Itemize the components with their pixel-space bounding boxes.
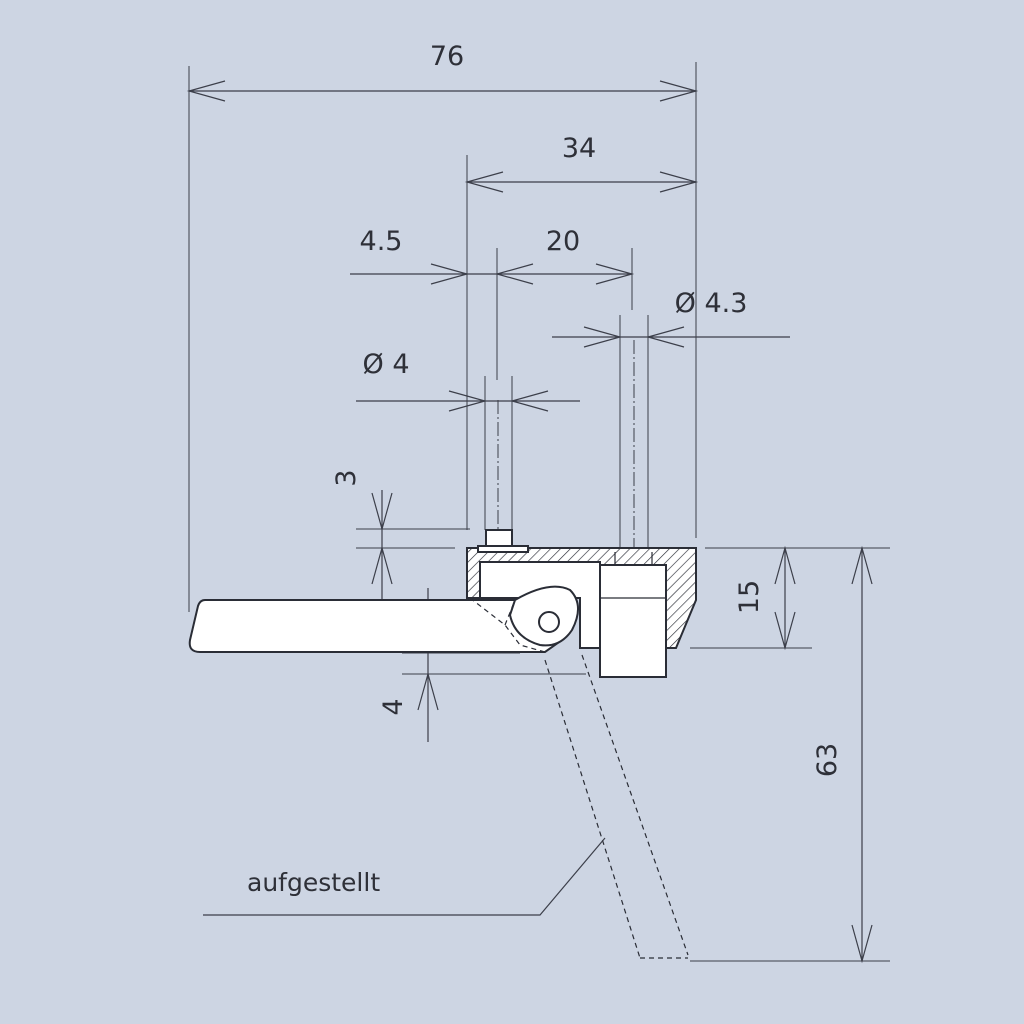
dim-76: 76 xyxy=(430,41,464,72)
annotation-aufgestellt: aufgestellt xyxy=(247,868,380,897)
dimension-labels: 76 34 4.5 20 Ø 4.3 Ø 4 3 15 4 63 xyxy=(331,41,843,777)
extension-lines xyxy=(188,62,890,962)
dim-34: 34 xyxy=(562,133,596,164)
bolt-block xyxy=(599,564,667,678)
dim-20: 20 xyxy=(546,226,580,257)
pivot-hole xyxy=(538,611,560,633)
annotation-leader xyxy=(203,837,606,916)
lever-handle xyxy=(188,599,564,653)
dim-63: 63 xyxy=(812,743,843,777)
dim-dia-4: Ø 4 xyxy=(362,349,409,380)
dim-15: 15 xyxy=(734,580,765,614)
dimension-lines xyxy=(186,80,873,964)
dim-4-5: 4.5 xyxy=(360,226,403,257)
latch-assembly xyxy=(188,529,697,959)
dim-dia-4-3: Ø 4.3 xyxy=(675,288,748,319)
hole-centerlines xyxy=(484,315,649,548)
dim-3: 3 xyxy=(331,469,362,486)
dim-4: 4 xyxy=(378,698,409,715)
raised-lever-outline xyxy=(469,597,689,959)
